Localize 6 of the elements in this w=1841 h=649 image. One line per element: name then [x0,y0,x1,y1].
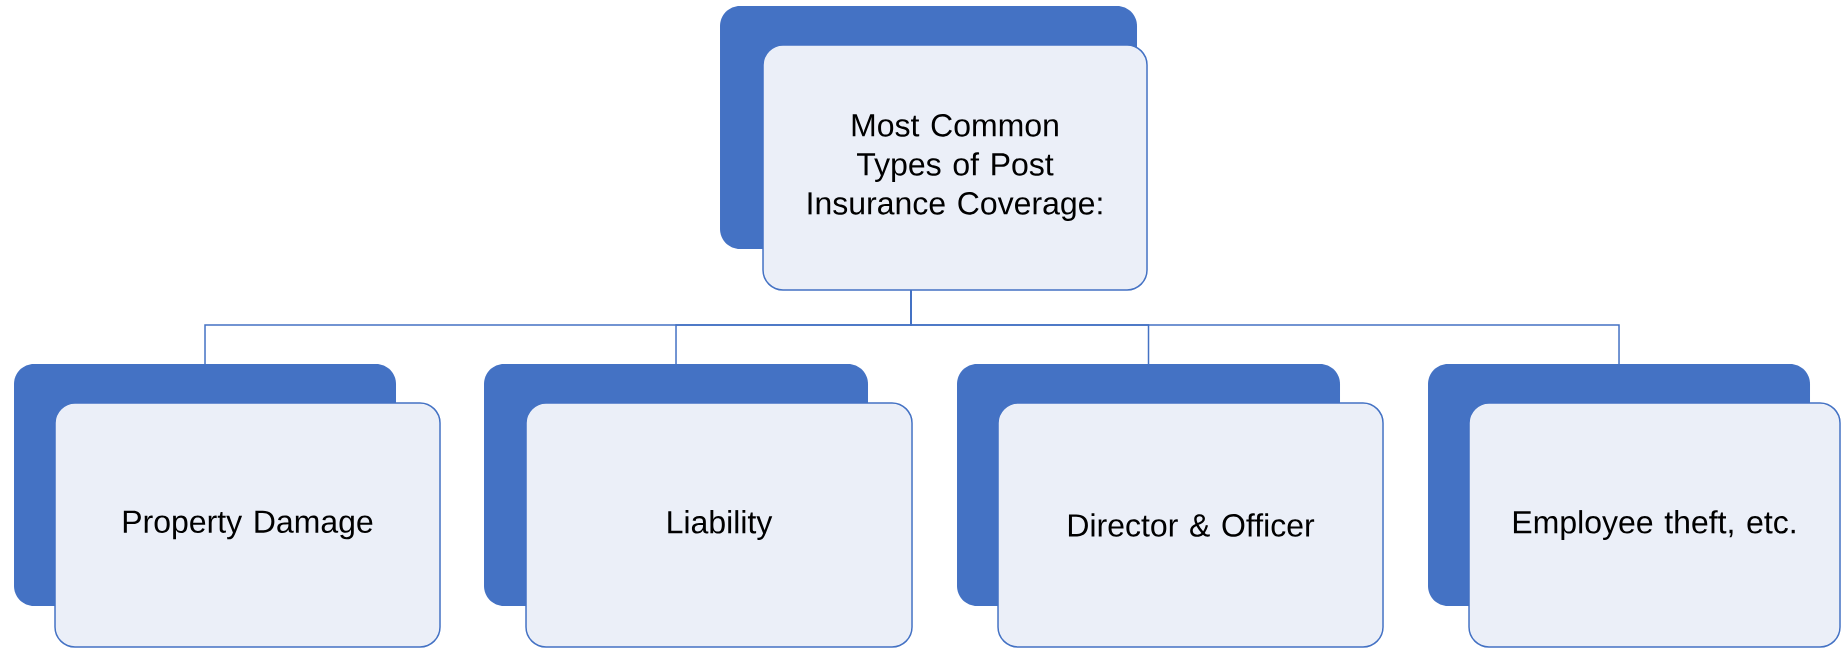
card: Liability [484,364,913,648]
card: Director & Officer [957,364,1384,648]
connector-line [910,289,1620,365]
card: Employee theft, etc. [1428,364,1841,648]
card: Property Damage [14,364,441,648]
card: Most Common Types of Post Insurance Coverage: [720,6,1148,291]
